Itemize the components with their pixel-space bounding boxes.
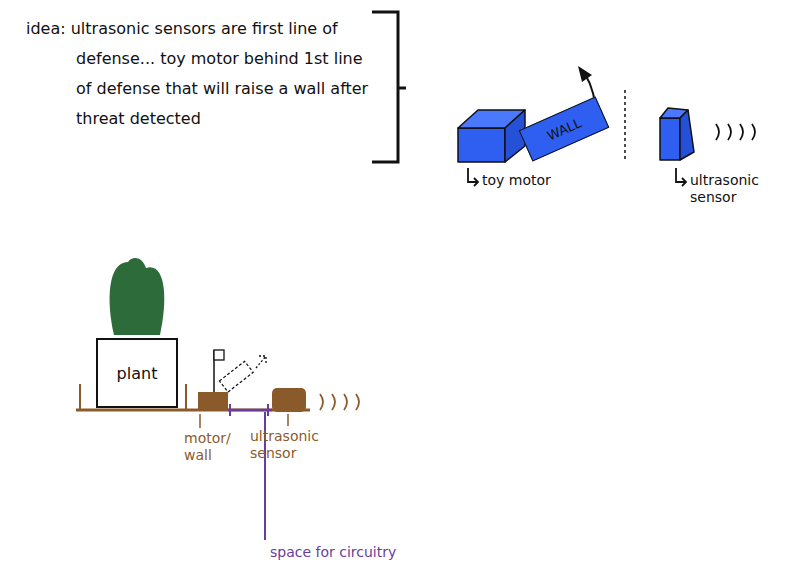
flag [214,350,224,360]
toy-motor-box [458,110,525,162]
hook-arrow [676,168,686,186]
part-label: ultrasonic sensor [690,172,790,206]
arrow-head [578,66,592,82]
node-text: WALL [545,115,584,143]
sound-waves [716,124,755,140]
part-label: toy motor [482,172,592,189]
sensor-block [272,388,306,412]
raise-arrow-small [256,356,266,368]
raised-wall-outline [219,361,253,392]
hook-arrow [468,168,478,186]
motor-wall-block [198,392,228,410]
leader-line [199,414,201,428]
part-label: ultrasonic sensor [250,428,346,462]
post [185,384,187,410]
dashed-line [624,90,626,162]
circuit-space [228,409,272,412]
part-label: motor/ wall [184,430,242,464]
note-label: space for circuitry [270,544,470,561]
post [79,384,81,410]
tick [229,404,231,416]
plant-box: plant [96,338,178,408]
sound-waves-small [320,394,359,410]
cactus [110,258,165,335]
tick [267,404,269,416]
leader-line [287,414,289,426]
wall-box: WALL [519,96,610,161]
idea-note: idea: ultrasonic sensors are first line … [26,14,371,134]
ultrasonic-sensor-box [660,108,694,160]
bracket [372,12,406,162]
node-text: plant [117,364,158,383]
